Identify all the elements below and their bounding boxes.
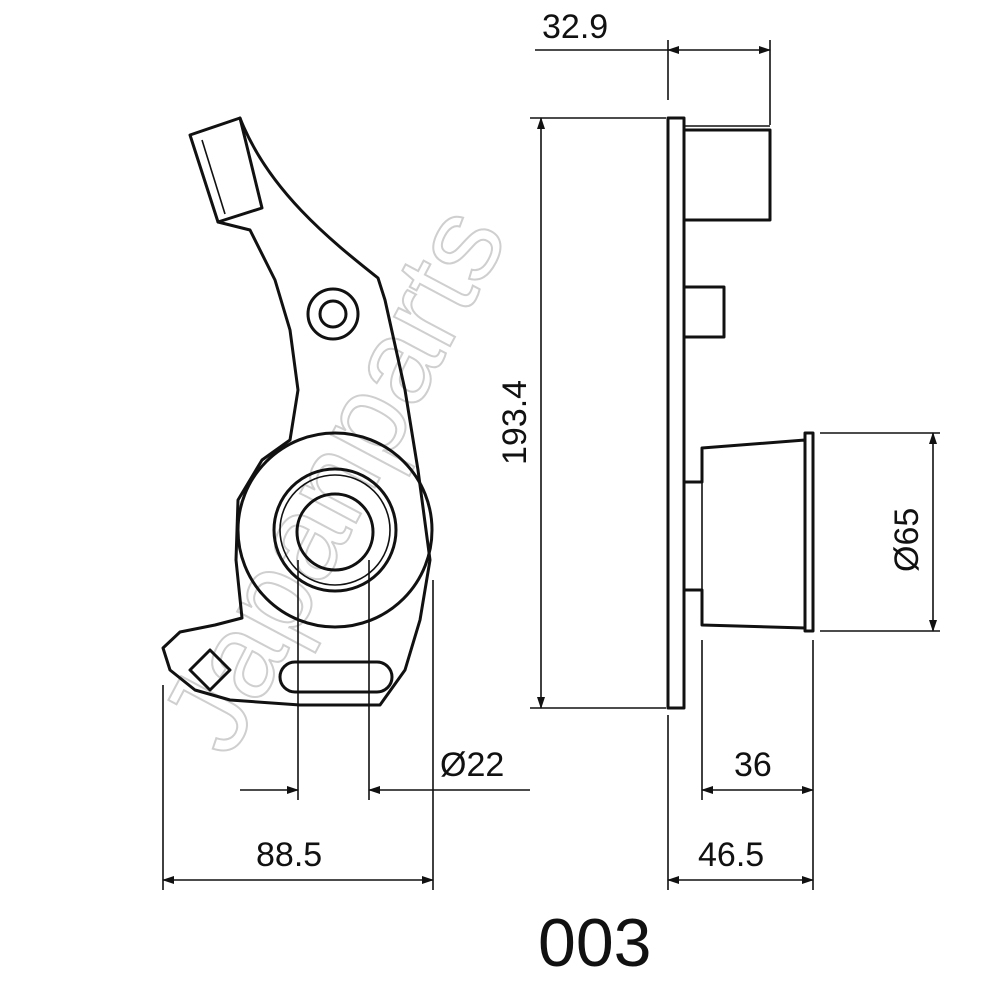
roller-bore	[295, 492, 375, 572]
roller-outer	[236, 431, 434, 629]
diamond-hole	[188, 648, 232, 692]
top-tab	[682, 128, 772, 222]
top-width-label: 32.9	[542, 8, 608, 46]
left-dimensions: Ø22 88.5	[162, 560, 530, 890]
pivot-pin	[682, 285, 726, 339]
height-label: 193.4	[496, 380, 534, 465]
overall-width-label: 88.5	[256, 836, 322, 874]
part-number: 003	[538, 905, 651, 981]
roller-diameter-label: Ø65	[888, 508, 926, 572]
pivot-hole-outer	[306, 287, 360, 341]
total-depth-label: 46.5	[698, 836, 764, 874]
right-dimensions: 32.9 193.4 Ø65 36 46.5	[496, 8, 940, 890]
watermark-text: Japanparts	[135, 185, 532, 772]
tensioner-arm-front-view	[161, 116, 434, 707]
roller-width-label: 36	[734, 746, 772, 784]
bore-diameter-label: Ø22	[440, 746, 504, 784]
arm-outline	[161, 116, 432, 707]
pivot-hole-inner	[318, 299, 348, 329]
arm-tab	[188, 116, 264, 224]
roller-rim	[272, 467, 398, 593]
adjust-slot	[278, 660, 394, 694]
roller-flange	[803, 431, 815, 633]
tensioner-side-view	[666, 116, 815, 710]
back-plate	[666, 116, 686, 710]
